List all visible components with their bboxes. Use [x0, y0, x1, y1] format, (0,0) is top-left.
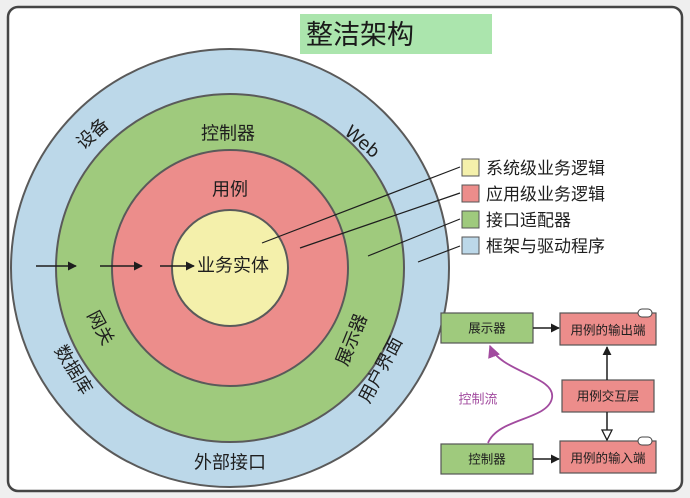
legend-item: 框架与驱动程序	[461, 236, 605, 257]
controller-label: 控制器	[468, 452, 506, 467]
interface-port-icon	[637, 308, 653, 318]
legend-item: 接口适配器	[461, 210, 571, 231]
title-background	[300, 14, 492, 54]
interactor-label: 用例交互层	[577, 389, 640, 404]
legend-item: 应用级业务逻辑	[461, 184, 605, 205]
legend-label: 应用级业务逻辑	[486, 185, 605, 205]
legend: 系统级业务逻辑 应用级业务逻辑 接口适配器 框架与驱动程序	[461, 158, 605, 257]
legend-swatch	[461, 158, 480, 177]
pointer-adapters	[367, 218, 461, 257]
interface-port-icon	[637, 436, 653, 446]
label-external-interfaces: 外部接口	[194, 453, 266, 474]
pointer-frameworks	[417, 245, 461, 263]
title-box: 整洁架构	[300, 14, 492, 54]
interactor-box	[561, 379, 655, 413]
input-port-box	[559, 440, 657, 474]
legend-item: 系统级业务逻辑	[461, 158, 605, 179]
legend-pointers	[261, 166, 461, 263]
legend-label: 框架与驱动程序	[486, 237, 605, 257]
presenter-box	[440, 312, 534, 344]
legend-swatch	[461, 236, 480, 255]
control-flow-label: 控制流	[458, 393, 497, 408]
legend-label: 系统级业务逻辑	[486, 159, 605, 179]
legend-swatch	[461, 184, 480, 203]
pointer-enterprise	[261, 166, 461, 244]
control-flow-curve	[487, 344, 553, 444]
page-title: 整洁架构	[306, 20, 414, 51]
concentric-rings	[10, 48, 450, 488]
control-flow-diagram: 展示器 用例的输出端 用例交互层 用例的输入端 控制器 控制流	[440, 308, 657, 475]
output-port-label: 用例的输出端	[570, 323, 645, 338]
legend-label: 接口适配器	[486, 211, 571, 231]
label-entities: 业务实体	[197, 256, 269, 277]
label-use-cases: 用例	[212, 180, 248, 201]
controller-box	[440, 443, 534, 475]
pointer-application	[299, 192, 461, 249]
ring-entities	[171, 209, 289, 327]
label-controllers: 控制器	[201, 124, 255, 145]
presenter-label: 展示器	[468, 321, 506, 336]
input-port-label: 用例的输入端	[570, 451, 645, 466]
legend-swatch	[461, 210, 480, 229]
output-port-box	[559, 312, 657, 346]
